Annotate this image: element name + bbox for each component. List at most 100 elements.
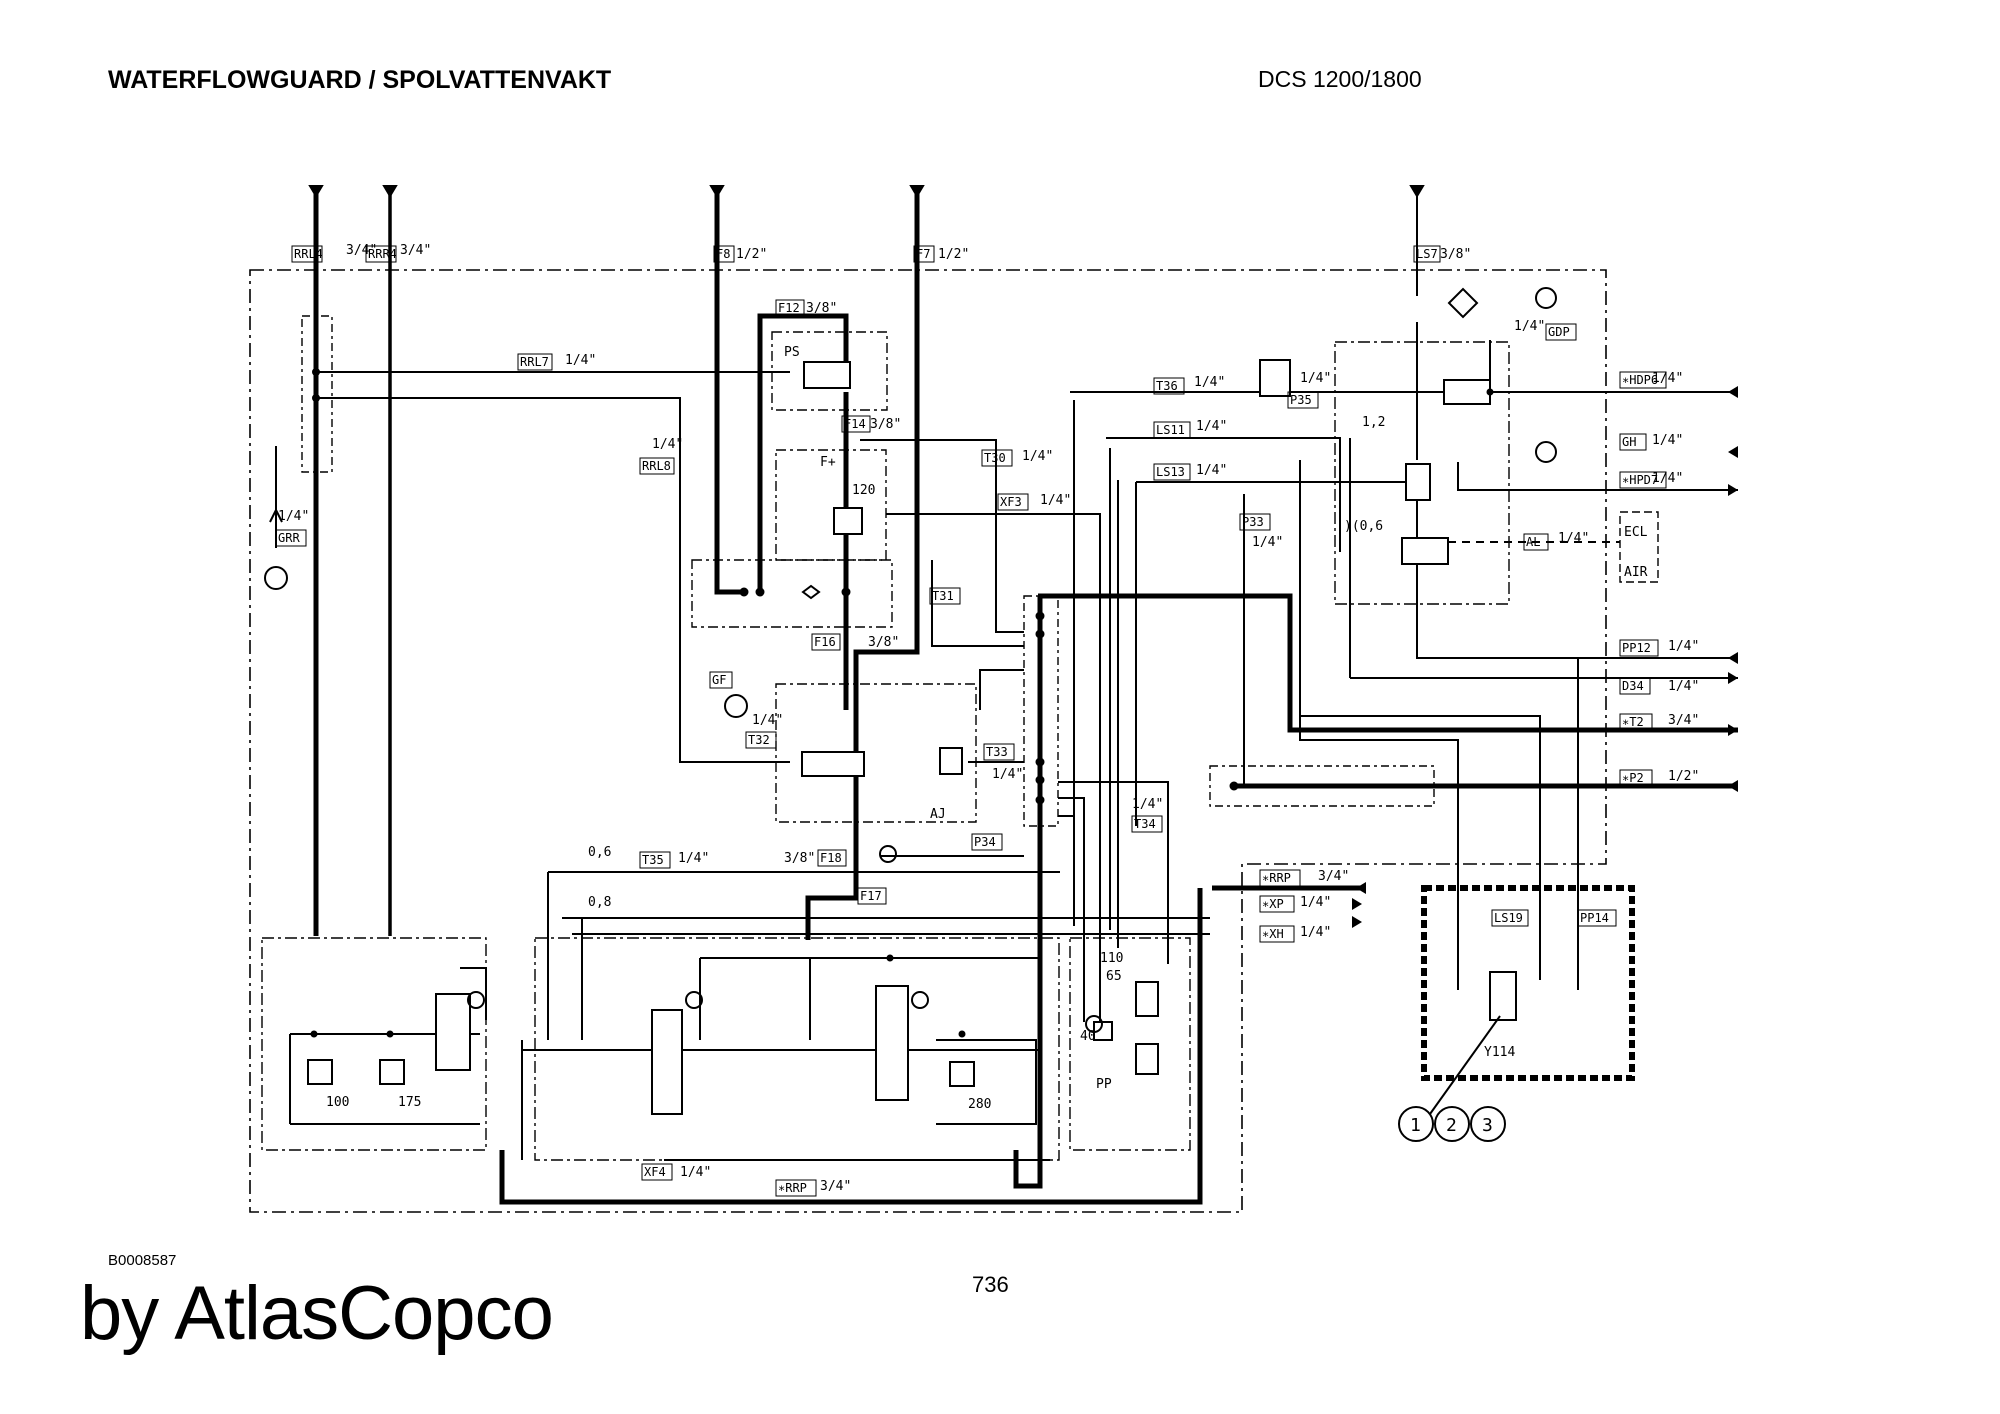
relief-175: 175 xyxy=(398,1095,421,1110)
filter-block-frame xyxy=(691,559,893,628)
ps-switch-frame xyxy=(771,331,888,411)
port-t32: T32 xyxy=(748,733,770,747)
size-label: 3/8" xyxy=(870,417,901,432)
port-p34: P34 xyxy=(974,835,996,849)
size-label: 1/2" xyxy=(736,247,767,262)
port-p33: P33 xyxy=(1242,515,1264,529)
restrictor-06b: )(0,6 xyxy=(1344,519,1383,534)
size-label: 1/4" xyxy=(1652,433,1683,448)
f12-line xyxy=(757,313,849,592)
size-label: 1/4" xyxy=(1252,535,1283,550)
size-label: 1/4" xyxy=(278,509,309,524)
port-d34: D34 xyxy=(1622,679,1644,693)
port-f7: F7 xyxy=(916,247,930,261)
port-ls7: LS7 xyxy=(1416,247,1438,261)
port-pp12: PP12 xyxy=(1622,641,1651,655)
size-label: 3/4" xyxy=(820,1179,851,1194)
size-label: 3/8" xyxy=(784,851,815,866)
port-rrl7: RRL7 xyxy=(520,355,549,369)
port-t34: T34 xyxy=(1134,817,1156,831)
component-y114: Y114 xyxy=(1484,1045,1515,1060)
t2-line xyxy=(1038,593,1738,733)
relief-40: 40 xyxy=(1080,1029,1096,1044)
port-ls19: LS19 xyxy=(1494,911,1523,925)
pp-valve-frame xyxy=(1069,937,1191,1151)
port-p2: ∗P2 xyxy=(1622,771,1644,785)
size-label: 1/4" xyxy=(565,353,596,368)
size-label: 1/4" xyxy=(1196,463,1227,478)
f8-line xyxy=(714,188,744,595)
size-label: 3/4" xyxy=(400,243,431,258)
relief-120: 120 xyxy=(852,483,875,498)
port-gf: GF xyxy=(712,673,726,687)
size-label: 1/4" xyxy=(1022,449,1053,464)
size-label: 1/4" xyxy=(1514,319,1545,334)
port-f12: F12 xyxy=(778,301,800,315)
port-t33: T33 xyxy=(986,745,1008,759)
size-label: 1/2" xyxy=(1668,769,1699,784)
port-f16: F16 xyxy=(814,635,836,649)
size-label: 1/4" xyxy=(1040,493,1071,508)
bottom-rrp-line xyxy=(499,888,1203,1205)
model-label: DCS 1200/1800 xyxy=(1258,66,1422,92)
size-label: 1/4" xyxy=(1194,375,1225,390)
port-rrr4: RRR4 xyxy=(368,247,397,261)
port-p35: P35 xyxy=(1290,393,1312,407)
document-id: B0008587 xyxy=(108,1252,177,1269)
port-t30: T30 xyxy=(984,451,1006,465)
callout-3: 3 xyxy=(1482,1115,1493,1136)
component-ps: PS xyxy=(784,345,800,360)
port-t2: ∗T2 xyxy=(1622,715,1644,729)
port-al: AL xyxy=(1526,535,1540,549)
ecl-air-frame xyxy=(1619,511,1659,583)
size-label: 1/4" xyxy=(1668,639,1699,654)
size-label: 3/8" xyxy=(1440,247,1471,262)
port-rrl4: RRL4 xyxy=(294,247,323,261)
size-label: 1/4" xyxy=(1558,531,1589,546)
size-label: 1/4" xyxy=(1196,419,1227,434)
size-label: 1/4" xyxy=(992,767,1023,782)
component-air: AIR xyxy=(1624,565,1648,580)
port-rrp-bottom: ∗RRP xyxy=(778,1181,807,1195)
port-f17: F17 xyxy=(860,889,882,903)
swivel-frame xyxy=(1209,765,1435,807)
restrictor-12: 1,2 xyxy=(1362,415,1385,430)
y114-frame xyxy=(1421,885,1635,1081)
size-label: 3/4" xyxy=(1668,713,1699,728)
aj-valve-frame xyxy=(775,683,977,823)
port-xp: ∗XP xyxy=(1262,897,1284,911)
port-grr: GRR xyxy=(278,531,300,545)
size-label: 1/4" xyxy=(1300,895,1331,910)
size-label: 3/8" xyxy=(868,635,899,650)
port-xh: ∗XH xyxy=(1262,927,1284,941)
port-t31: T31 xyxy=(932,589,954,603)
size-label: 1/4" xyxy=(652,437,683,452)
port-hpd7: ∗HPD7 xyxy=(1622,473,1658,487)
size-label: 1/4" xyxy=(1300,371,1331,386)
callout-1: 1 xyxy=(1410,1115,1421,1136)
port-t35: T35 xyxy=(642,853,664,867)
port-gdp: GDP xyxy=(1548,325,1570,339)
port-f14: F14 xyxy=(844,417,866,431)
bottom-return-line xyxy=(1013,596,1043,1189)
size-label: 1/4" xyxy=(1652,371,1683,386)
relief-65: 65 xyxy=(1106,969,1122,984)
size-label: 1/2" xyxy=(938,247,969,262)
port-xf4: XF4 xyxy=(644,1165,666,1179)
port-gh: GH xyxy=(1622,435,1636,449)
port-f18: F18 xyxy=(820,851,842,865)
callout-2: 2 xyxy=(1446,1115,1457,1136)
page-title: WATERFLOWGUARD / SPOLVATTENVAKT xyxy=(108,66,612,94)
component-aj: AJ xyxy=(930,807,946,822)
size-label: 1/4" xyxy=(1668,679,1699,694)
restrictor-06: 0,6 xyxy=(588,845,611,860)
system-boundary xyxy=(249,269,1607,1213)
port-t36: T36 xyxy=(1156,379,1178,393)
size-label: 3/4" xyxy=(1318,869,1349,884)
relief-100: 100 xyxy=(326,1095,349,1110)
fplus-frame xyxy=(775,449,887,561)
page-number: 736 xyxy=(972,1272,1009,1297)
size-label: 3/8" xyxy=(806,301,837,316)
